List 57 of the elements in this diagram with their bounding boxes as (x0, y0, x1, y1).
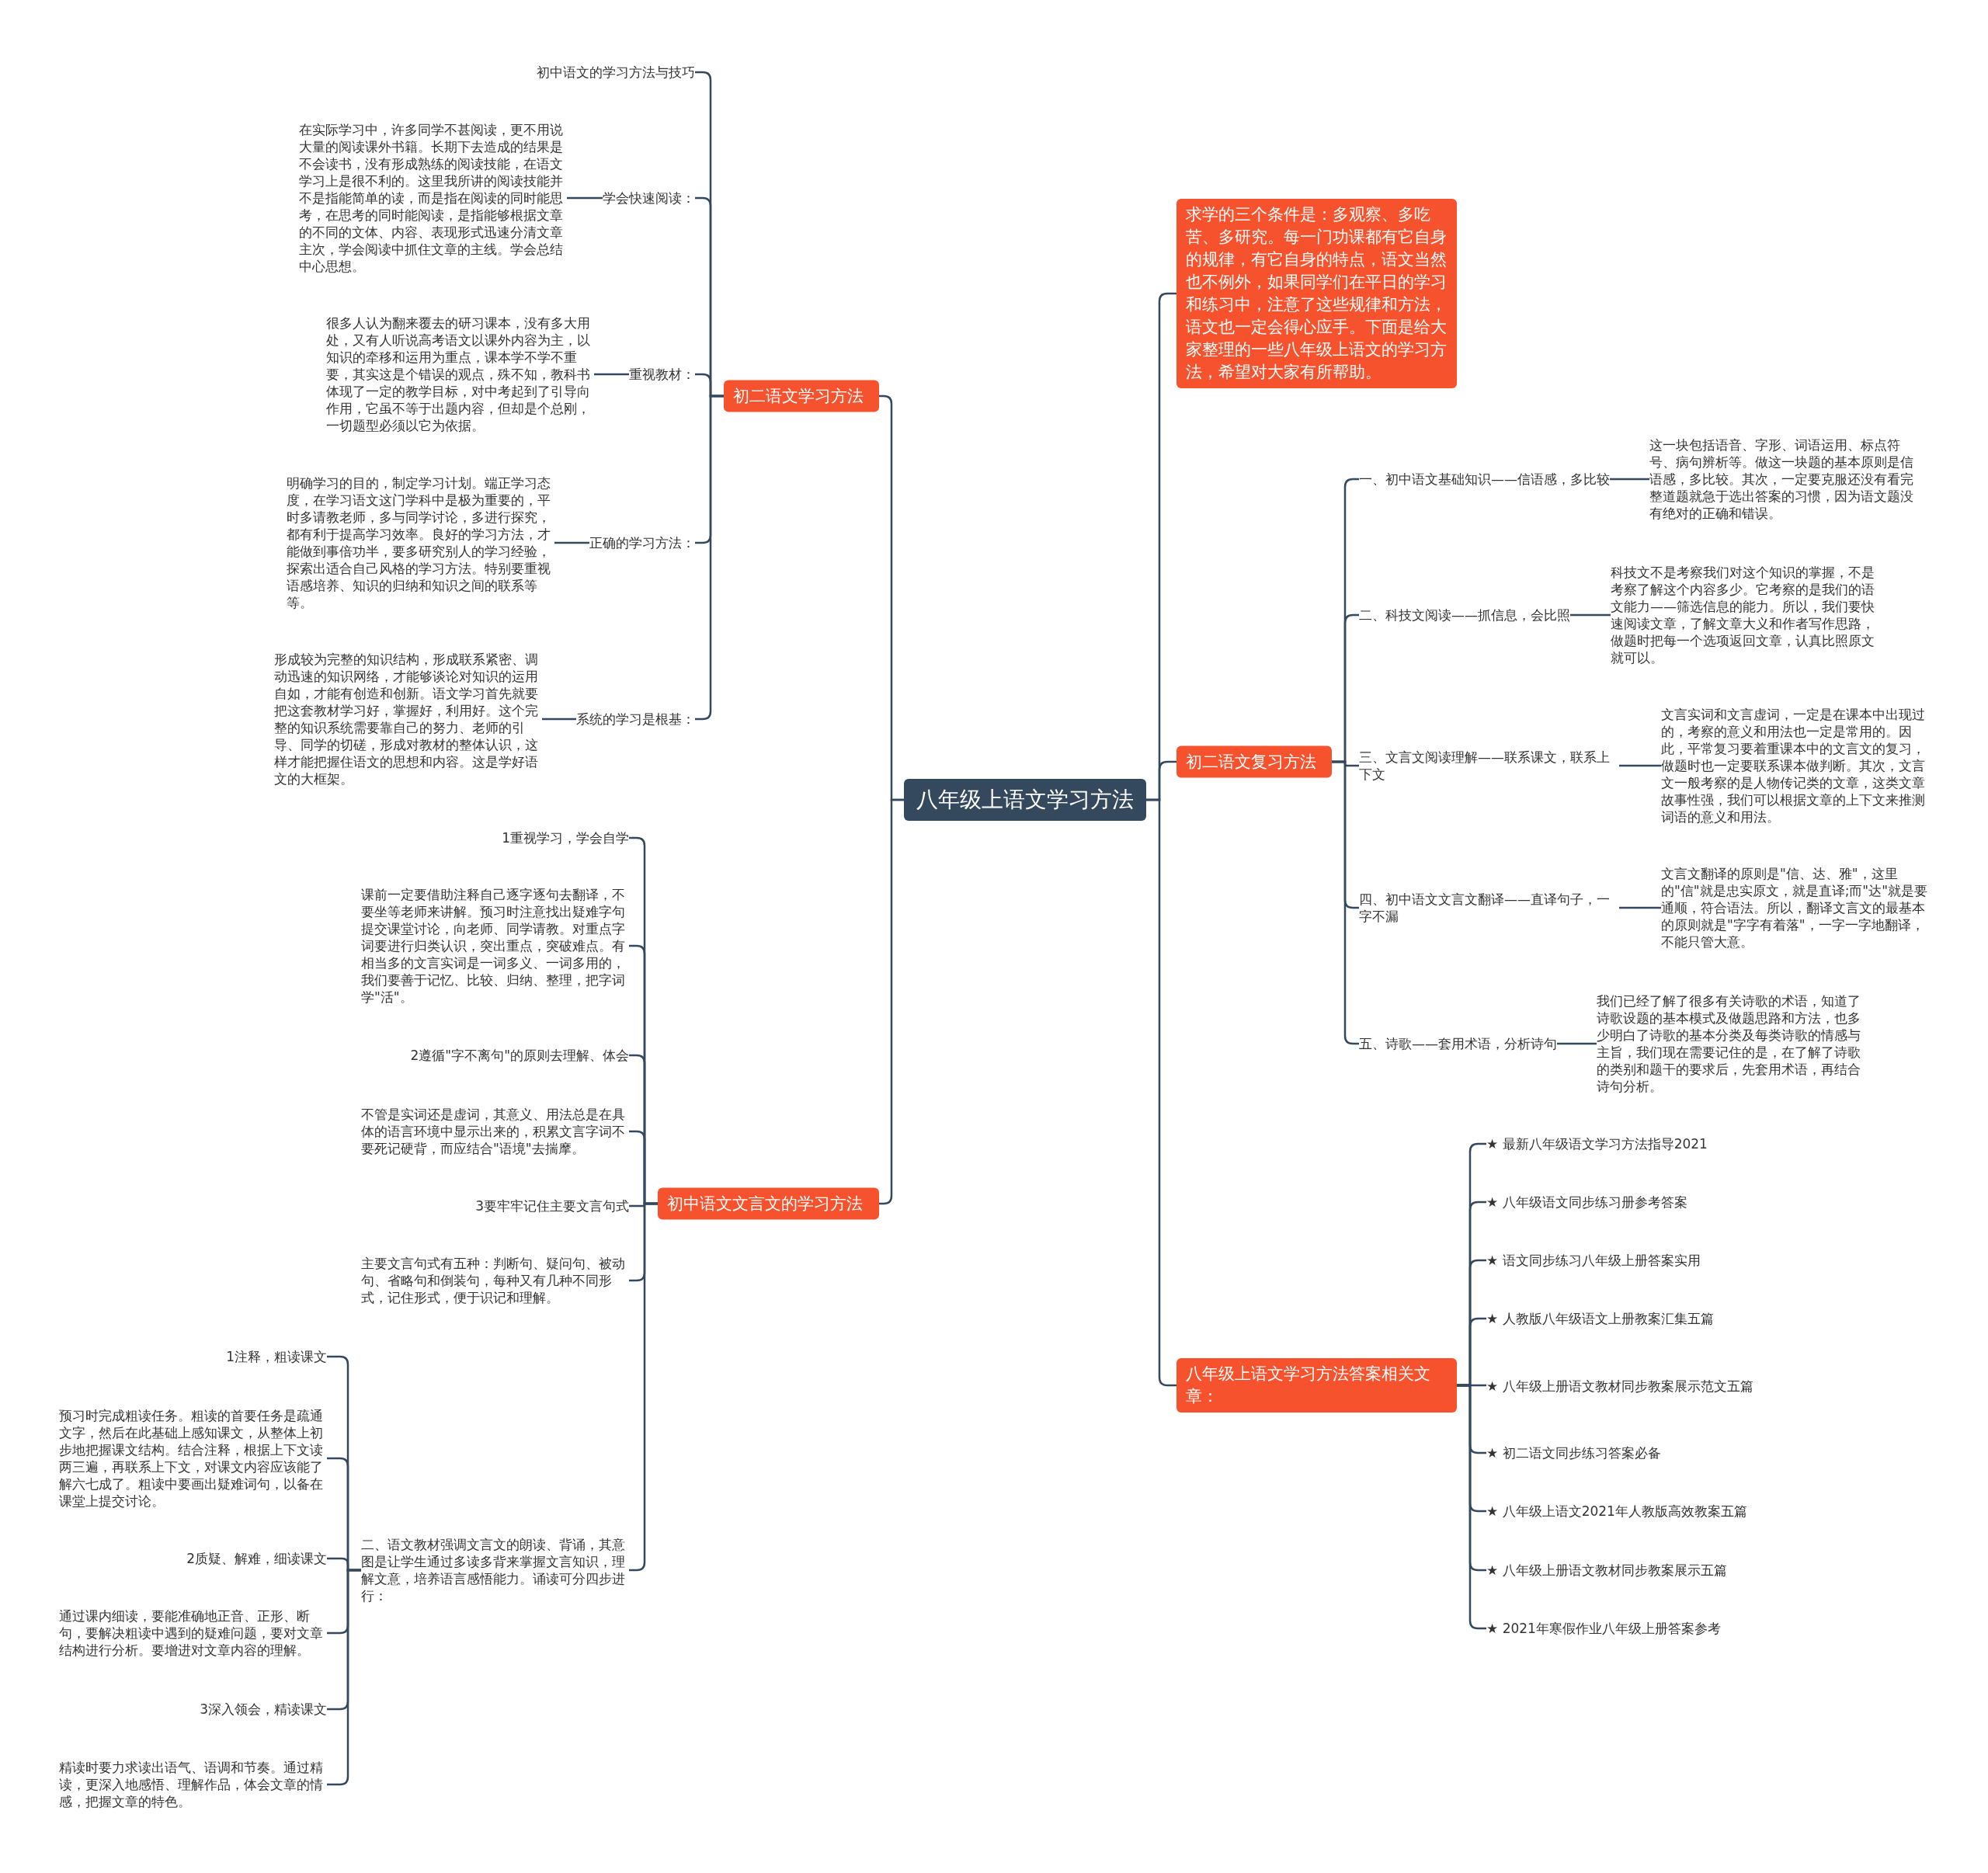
note-text: 主要文言句式有五种：判断句、疑问句、被动句、省略句和倒装句，每种又有几种不同形式，记住形式，便于识记和理解。 (361, 1255, 629, 1306)
topic-text: 初中语文的学习方法与技巧 (537, 64, 695, 81)
note-text: 很多人认为翻来覆去的研习课本，没有多大用处，又有人听说高考语文以课外内容为主，以知识的牵移和运用为重点，课本学不学不重要，其实这是个错误的观点，殊不知，教科书体现了一定的教学目标，对中考起到了引导向作用，它虽不等于出题内容，但却是个总刚，一切题型必须以它为依据。 (326, 314, 594, 434)
topic-text: ★ 语文同步练习八年级上册答案实用 (1486, 1252, 1701, 1269)
topic-text: 1注释，粗读课文 (226, 1348, 327, 1365)
connector-line (1619, 764, 1661, 767)
note-text: 精读时要力求读出语气、语调和节奏。通过精读，更深入地感悟、理解作品，体会文章的情感，把握文章的特色。 (59, 1759, 327, 1810)
connector-line (554, 541, 589, 544)
note-text: 我们已经了解了很多有关诗歌的术语，知道了诗歌设题的基本模式及做题思路和方法，也多少明白了诗歌的基本分类及每类诗歌的情感与主旨，我们现在需要记住的是，在了解了诗歌的类别和题干的要求后，先套用术语，再结合诗句分析。 (1597, 992, 1865, 1095)
branch-topic-box: 初二语文复习方法 (1176, 745, 1332, 778)
connector-line (1570, 613, 1611, 617)
branch-topic-box: 初二语文学习方法 (724, 380, 879, 412)
topic-text: 一、初中语文基础知识——信语感，多比较 (1359, 471, 1610, 488)
topic-text: 二、科技文阅读——抓信息，会比照 (1359, 606, 1570, 624)
note-text: 在实际学习中，许多同学不甚阅读，更不用说大量的阅读课外书籍。长期下去造成的结果是不会读书，没有形成熟练的阅读技能，在语文学习上是很不利的。这里我所讲的阅读技能并不是指能简单的读，而是指在阅读的同时能思考，在思考的同时能阅读，是指能够根据文章的不同的文体、内容、表现形式迅速分清文章主次，学会阅读中抓住文章的主线。学会总结中心思想。 (299, 121, 567, 275)
topic-text: 系统的学习是根基： (576, 711, 695, 728)
topic-text: ★ 八年级上语文2021年人教版高效教案五篇 (1486, 1503, 1747, 1520)
connector-line (567, 196, 603, 200)
topic-text: 学会快速阅读： (603, 189, 695, 207)
note-text: 二、语文教材强调文言文的朗读、背诵，其意图是让学生通过多读多背来掌握文言知识，理解文意，培养语言感悟能力。诵读可分四步进行： (361, 1536, 629, 1604)
topic-text: 1重视学习，学会自学 (502, 829, 629, 846)
topic-text: ★ 2021年寒假作业八年级上册答案参考 (1486, 1620, 1721, 1637)
note-text: 不管是实词还是虚词，其意义、用法总是在具体的语言环境中显示出来的，积累文言字词不要死记硬背，而应结合"语境"去揣摩。 (361, 1106, 629, 1157)
connector-line (1557, 1042, 1597, 1045)
branch-topic-box: 初中语文文言文的学习方法 (658, 1187, 879, 1220)
note-text: 明确学习的目的，制定学习计划。端正学习态度，在学习语文这门学科中是极为重要的，平时多请教老师，多与同学讨论，多进行探究，都有利于提高学习效率。良好的学习方法，才能做到事倍功半，要多研究别人的学习经验，探索出适合自己风格的学习方法。特别要重视语感培养、知识的归纳和知识之间的联系等等。 (287, 474, 554, 611)
central-topic-box: 八年级上语文学习方法 (904, 779, 1146, 821)
topic-text: ★ 八年级上册语文教材同步教案展示五篇 (1486, 1562, 1727, 1579)
topic-text: 三、文言文阅读理解——联系课文，联系上下文 (1359, 749, 1619, 783)
note-text: 这一块包括语音、字形、词语运用、标点符号、病句辨析等。做这一块题的基本原则是信语感，多比较。其次，一定要克服还没有看完整道题就急于选出答案的习惯，因为语文题没有绝对的正确和错误。 (1649, 436, 1917, 522)
connector-line (542, 718, 576, 721)
note-text: 课前一定要借助注释自己逐字逐句去翻译，不要坐等老师来讲解。预习时注意找出疑难字句提交课堂讨论，向老师、同学请教。对重点字词要进行归类认识，突出重点，突破难点。有相当多的文言实词是一词多义、一词多用的，我们要善于记忆、比较、归纳、整理，把字词学"活"。 (361, 886, 629, 1006)
topic-text: 重视教材： (629, 366, 695, 383)
topic-text: ★ 初二语文同步练习答案必备 (1486, 1444, 1661, 1461)
topic-text: 2遵循"字不离句"的原则去理解、体会 (410, 1047, 629, 1064)
connector-line (594, 373, 629, 376)
note-text: 形成较为完整的知识结构，形成联系紧密、调动迅速的知识网络，才能够谈论对知识的运用自如，才能有创造和创新。语文学习首先就要把这套教材学习好，掌握好，利用好。这个完整的知识系统需要靠自己的努力、老师的引导、同学的切磋，形成对教材的整体认识，这样才能把握住语文的思想和内容。这是学好语文的大框架。 (274, 651, 542, 787)
topic-text: 3深入领会，精读课文 (200, 1701, 327, 1718)
branch-topic-box: 求学的三个条件是：多观察、多吃苦、多研究。每一门功课都有它自身的规律，有它自身的特点，语文当然也不例外，如果同学们在平日的学习和练习中，注意了这些规律和方法，语文也一定会得心应手。下面是给大家整理的一些八年级上语文的学习方法，希望对大家有所帮助。 (1176, 199, 1457, 388)
note-text: 文言文翻译的原则是"信、达、雅"，这里的"信"就是忠实原文，就是直译;而"达"就是要通顺，符合语法。所以，翻译文言文的最基本的原则就是"字字有着落"，一字一字地翻译，不能只管大意。 (1661, 865, 1929, 950)
topic-text: ★ 人教版八年级语文上册教案汇集五篇 (1486, 1310, 1714, 1327)
topic-text: 2质疑、解难，细读课文 (186, 1550, 327, 1567)
topic-text: ★ 八年级语文同步练习册参考答案 (1486, 1194, 1687, 1211)
topic-text: ★ 八年级上册语文教材同步教案展示范文五篇 (1486, 1378, 1753, 1395)
note-text: 预习时完成粗读任务。粗读的首要任务是疏通文字，然后在此基础上感知课文，从整体上初步地把握课文结构。结合注释，根据上下文读两三遍，再联系上下文，对课文内容应该能了解六七成了。粗读中要画出疑难词句，以备在课堂上提交讨论。 (59, 1407, 327, 1510)
note-text: 通过课内细读，要能准确地正音、正形、断句，要解决粗读中遇到的疑难问题，要对文章结构进行分析。要增进对文章内容的理解。 (59, 1607, 327, 1659)
topic-text: 五、诗歌——套用术语，分析诗句 (1359, 1035, 1557, 1052)
note-text: 科技文不是考察我们对这个知识的掌握，不是考察了解这个内容多少。它考察的是我们的语文能力——筛选信息的能力。所以，我们要快速阅读文章，了解文章大义和作者写作思路，做题时把每一个选项返回文章，认真比照原文就可以。 (1611, 564, 1879, 666)
branch-topic-box: 八年级上语文学习方法答案相关文章： (1176, 1358, 1457, 1413)
topic-text: ★ 最新八年级语文学习方法指导2021 (1486, 1135, 1708, 1152)
connector-line (1610, 478, 1649, 481)
connector-line (1146, 798, 1176, 1387)
topic-text: 正确的学习方法： (589, 534, 695, 551)
topic-text: 3要牢牢记住主要文言句式 (475, 1197, 629, 1214)
connector-line (1619, 906, 1661, 909)
note-text: 文言实词和文言虚词，一定是在课本中出现过的，考察的意义和用法也一定是常用的。因此，平常复习要着重课本中的文言文的复习，做题时也一定要联系课本做判断。其次，文言文一般考察的是人物传记类的文章，这类文章故事性强，我们可以根据文章的上下文来推测词语的意义和用法。 (1661, 706, 1929, 825)
topic-text: 四、初中语文文言文翻译——直译句子，一字不漏 (1359, 891, 1619, 925)
